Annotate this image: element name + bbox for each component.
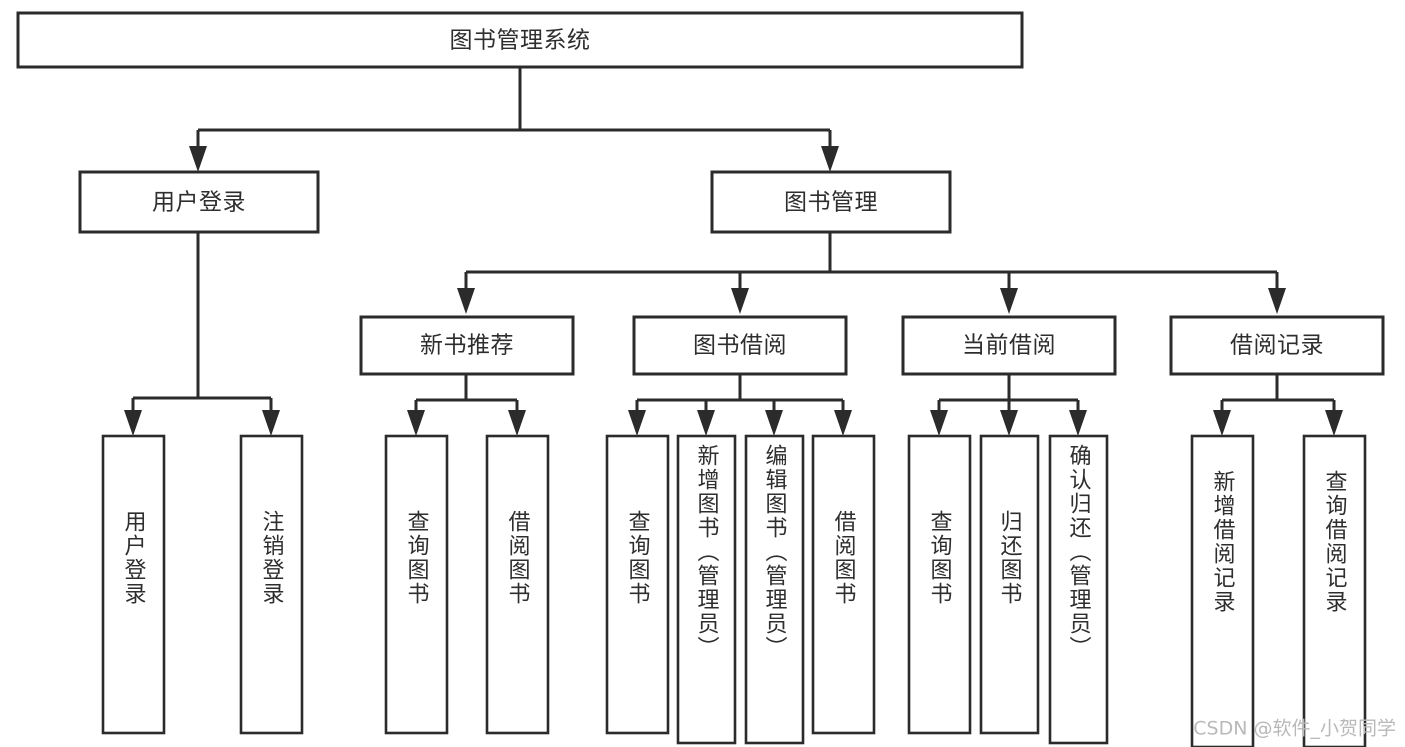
leaf-borrow-record-2[interactable]: 查询借阅记录 [1302, 434, 1367, 747]
leaf-new-book-2-label: 借阅图书 [505, 510, 531, 606]
node-borrow-record-label: 借阅记录 [1230, 333, 1324, 359]
node-new-book-recommend-label: 新书推荐 [420, 333, 514, 359]
node-user-login[interactable]: 用户登录 [78, 170, 320, 234]
node-new-book-recommend[interactable]: 新书推荐 [359, 315, 575, 376]
leaf-current-borrow-2-label: 归还图书 [997, 510, 1023, 606]
leaf-user-login-1-box[interactable] [101, 434, 166, 735]
arrow-icon-to-leaf-user-2 [262, 410, 280, 436]
leaf-current-borrow-2[interactable]: 归还图书 [979, 434, 1040, 735]
leaf-current-borrow-1[interactable]: 查询图书 [907, 434, 972, 735]
leaf-user-login-2[interactable]: 注销登录 [239, 434, 304, 735]
leaf-current-borrow-3-box[interactable] [1048, 434, 1109, 745]
leaf-current-borrow-2-box[interactable] [979, 434, 1040, 735]
arrow-icon-to-leaf-current-3 [1069, 410, 1087, 436]
leaf-current-borrow-3-label: 确认归还（管理员） [1066, 444, 1092, 660]
node-book-borrow-box[interactable] [632, 315, 848, 376]
arrow-icon-to-leaf-record-2 [1325, 410, 1343, 436]
leaf-user-login-2-label: 注销登录 [259, 510, 285, 606]
leaf-book-borrow-4-box[interactable] [811, 434, 876, 735]
node-current-borrow[interactable]: 当前借阅 [901, 315, 1117, 376]
node-user-login-label: 用户登录 [152, 190, 246, 216]
leaf-book-borrow-2-label: 新增图书（管理员） [694, 444, 720, 660]
leaf-user-login-2-box[interactable] [239, 434, 304, 735]
leaf-book-borrow-2[interactable]: 新增图书（管理员） [676, 434, 737, 745]
arrow-icon-to-book-borrow [731, 288, 749, 314]
node-book-management[interactable]: 图书管理 [710, 170, 952, 234]
csdn-watermark: CSDN @软件_小贺同学 [1193, 718, 1396, 740]
leaf-book-borrow-3-label: 编辑图书（管理员） [762, 444, 788, 660]
arrow-icon-to-leaf-newbook-2 [508, 410, 526, 436]
leaf-borrow-record-2-label: 查询借阅记录 [1322, 470, 1348, 614]
leaf-book-borrow-4-label: 借阅图书 [831, 510, 857, 606]
arrow-icon-to-leaf-current-2 [1000, 410, 1018, 436]
leaf-borrow-record-1-box[interactable] [1190, 434, 1255, 747]
leaf-book-borrow-4[interactable]: 借阅图书 [811, 434, 876, 735]
arrow-icon-to-leaf-borrow-3 [765, 410, 783, 436]
node-book-borrow-label: 图书借阅 [693, 333, 787, 359]
leaf-new-book-1-box[interactable] [384, 434, 449, 735]
node-current-borrow-label: 当前借阅 [962, 333, 1056, 359]
arrow-icon-to-leaf-newbook-1 [407, 410, 425, 436]
arrow-icon-to-leaf-borrow-4 [834, 410, 852, 436]
leaf-current-borrow-3[interactable]: 确认归还（管理员） [1048, 434, 1109, 745]
arrow-icon-to-user-login [189, 146, 207, 172]
node-current-borrow-box[interactable] [901, 315, 1117, 376]
node-root-system[interactable]: 图书管理系统 [16, 11, 1024, 69]
node-user-login-box[interactable] [78, 170, 320, 234]
leaf-new-book-2-box[interactable] [485, 434, 550, 735]
node-root-system-label: 图书管理系统 [450, 28, 591, 54]
leaf-book-borrow-1-box[interactable] [605, 434, 670, 735]
arrow-icon-to-leaf-current-1 [930, 410, 948, 436]
leaf-borrow-record-1-label: 新增借阅记录 [1210, 470, 1236, 614]
arrow-icon-to-leaf-user-1 [124, 410, 142, 436]
arrow-icon-to-new-book [457, 288, 475, 314]
leaf-new-book-2[interactable]: 借阅图书 [485, 434, 550, 735]
leaf-new-book-1-label: 查询图书 [404, 510, 430, 606]
node-borrow-record-box[interactable] [1169, 315, 1385, 376]
arrow-icon-to-current-borrow [1000, 288, 1018, 314]
node-book-management-box[interactable] [710, 170, 952, 234]
leaf-borrow-record-2-box[interactable] [1302, 434, 1367, 747]
leaf-borrow-record-1[interactable]: 新增借阅记录 [1190, 434, 1255, 747]
node-new-book-recommend-box[interactable] [359, 315, 575, 376]
leaf-book-borrow-2-box[interactable] [676, 434, 737, 745]
leaf-new-book-1[interactable]: 查询图书 [384, 434, 449, 735]
arrow-icon-to-leaf-borrow-1 [628, 410, 646, 436]
leaf-book-borrow-3[interactable]: 编辑图书（管理员） [744, 434, 805, 745]
leaf-book-borrow-1[interactable]: 查询图书 [605, 434, 670, 735]
leaf-user-login-1-label: 用户登录 [121, 510, 147, 606]
node-book-management-label: 图书管理 [784, 190, 878, 216]
leaf-current-borrow-1-label: 查询图书 [927, 510, 953, 606]
node-book-borrow[interactable]: 图书借阅 [632, 315, 848, 376]
leaf-book-borrow-3-box[interactable] [744, 434, 805, 745]
arrow-icon-to-leaf-borrow-2 [697, 410, 715, 436]
leaf-book-borrow-1-label: 查询图书 [625, 510, 651, 606]
arrow-icon-to-book-mgmt [821, 146, 839, 172]
node-borrow-record[interactable]: 借阅记录 [1169, 315, 1385, 376]
node-root-system-box[interactable] [16, 11, 1024, 69]
arrow-icon-to-leaf-record-1 [1213, 410, 1231, 436]
leaf-user-login-1[interactable]: 用户登录 [101, 434, 166, 735]
leaf-current-borrow-1-box[interactable] [907, 434, 972, 735]
arrow-icon-to-borrow-record [1268, 288, 1286, 314]
